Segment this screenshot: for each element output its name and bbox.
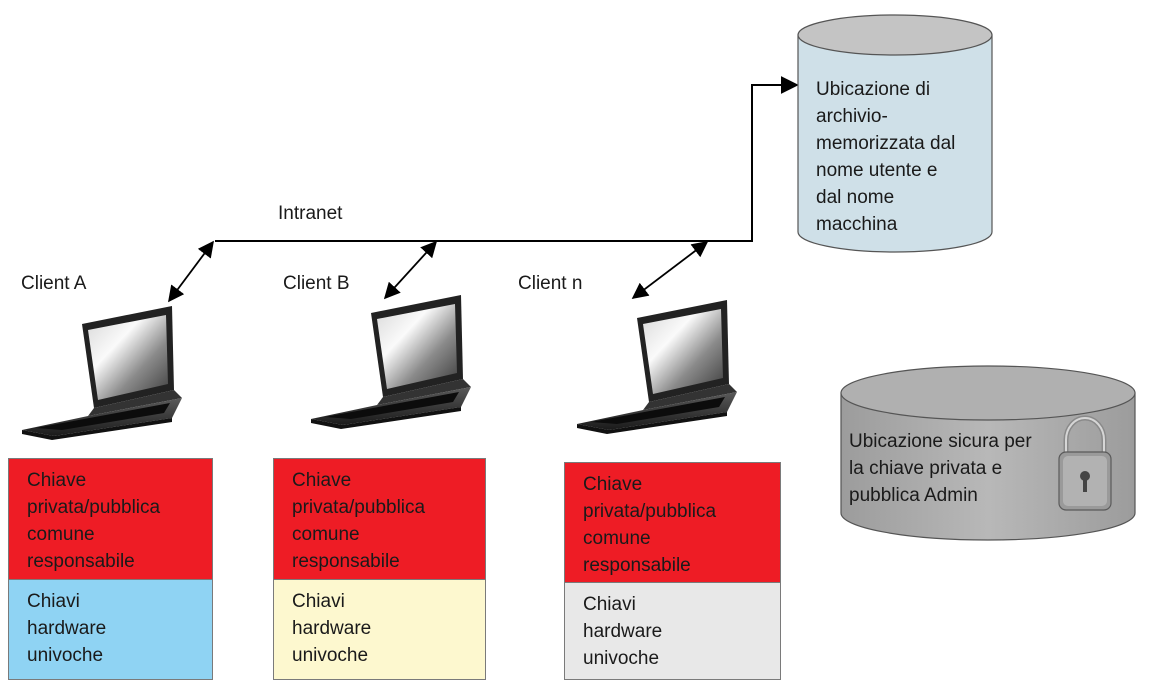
client-b-label: Client B xyxy=(283,273,350,294)
client-n-link xyxy=(631,241,709,299)
intranet-label: Intranet xyxy=(278,203,343,224)
client-a-link xyxy=(168,240,214,303)
client-a-label: Client A xyxy=(21,273,87,294)
admin-store-label: Ubicazione sicura per la chiave privata … xyxy=(849,431,1032,506)
laptop-client-b xyxy=(311,295,471,429)
client-b-hardware-keys-box: Chiavi hardware univoche xyxy=(273,579,486,680)
client-n-label: Client n xyxy=(518,273,583,294)
laptop-client-a xyxy=(22,306,182,440)
client-a-hardware-keys-box: Chiavi hardware univoche xyxy=(8,579,213,680)
client-n-hardware-keys-box: Chiavi hardware univoche xyxy=(564,582,781,680)
intranet-line xyxy=(215,76,799,242)
padlock-icon xyxy=(1058,415,1112,511)
client-a-shared-key-box: Chiave privata/pubblica comune responsab… xyxy=(8,458,213,580)
client-n-shared-key-box: Chiave privata/pubblica comune responsab… xyxy=(564,462,781,583)
client-b-shared-key-box: Chiave privata/pubblica comune responsab… xyxy=(273,458,486,580)
storage-cylinder xyxy=(797,14,993,253)
laptop-client-n xyxy=(577,300,737,434)
client-b-link xyxy=(383,240,438,300)
storage-label: Ubicazione di archivio- memorizzata dal … xyxy=(816,79,956,235)
